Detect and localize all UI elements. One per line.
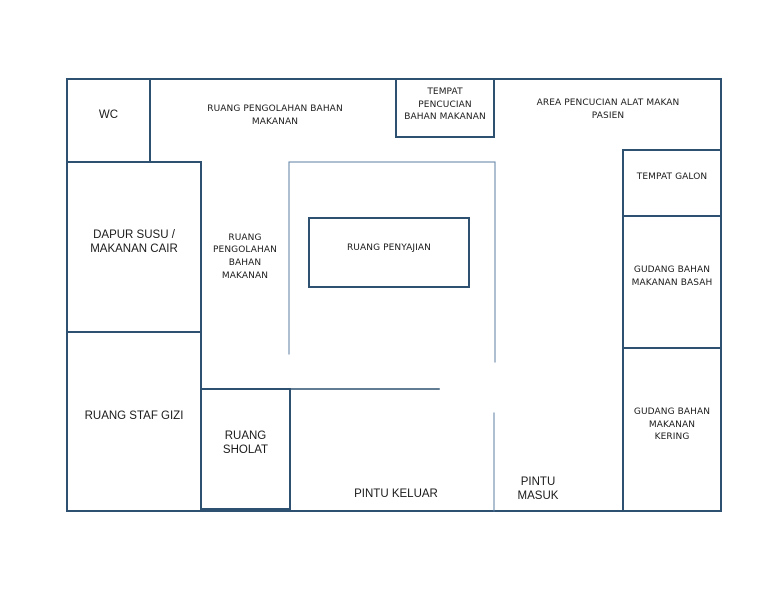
ruang-pengolahan-top-label: RUANG PENGOLAHAN BAHAN MAKANAN [207,104,343,127]
ruang-penyajian-wall [308,217,470,288]
ruang-sholat-label: RUANG SHOLAT [222,429,269,456]
pintu-masuk-label: PINTU MASUK [517,475,559,502]
gudang-basah-label: GUDANG BAHAN MAKANAN BASAH [631,265,713,288]
area-pencucian-label: AREA PENCUCIAN ALAT MAKAN PASIEN [536,98,680,121]
ruang-penyajian-label: RUANG PENYAJIAN [346,242,432,253]
wc-label: WC [98,108,119,121]
gudang-kering-wall [622,347,722,512]
tempat-pencucian-label: TEMPAT PENCUCIAN BAHAN MAKANAN [404,87,486,123]
ruang-pengolahan-left-label: RUANG PENGOLAHAN BAHAN MAKANAN [213,232,277,281]
walls [66,78,722,512]
dapur-susu-label: DAPUR SUSU / MAKANAN CAIR [90,228,178,255]
pintu-keluar-label: PINTU KELUAR [354,487,438,500]
gudang-kering-label: GUDANG BAHAN MAKANAN KERING [633,407,711,443]
tempat-galon-label: TEMPAT GALON [636,171,708,182]
tempat-pencucian-wall [395,78,495,138]
ruang-staf-gizi-label: RUANG STAF GIZI [84,409,184,422]
